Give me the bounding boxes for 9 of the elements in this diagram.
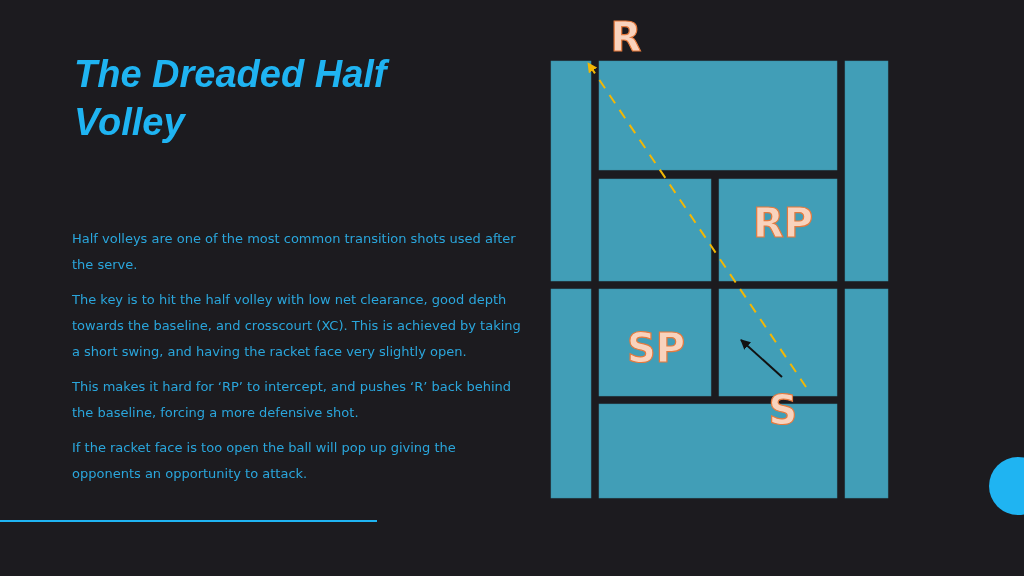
- paragraph: This makes it hard for ‘RP’ to intercept, and pushes ‘R’ back behind the baseline, forcing a more defensive shot.: [72, 378, 513, 422]
- paragraph: The key is to hit the half volley with low net clearance, good depth towards the baseline, and crosscourt (XC). This is achieved by taking a short swing, and having the racket face very slightly open.: [72, 291, 522, 361]
- title: The Dreaded Half Volley: [74, 50, 474, 146]
- paragraph: Half volleys are one of the most common transition shots used after the serve.: [72, 230, 517, 274]
- receiver-partner-label: RP: [752, 203, 814, 243]
- server-partner-label: SP: [626, 328, 686, 368]
- receiver-label: R: [610, 17, 642, 57]
- shot-path-arrow: [587, 62, 807, 388]
- paragraph: If the racket face is too open the ball will pop up giving the opponents an opportunity to attack.: [72, 439, 457, 483]
